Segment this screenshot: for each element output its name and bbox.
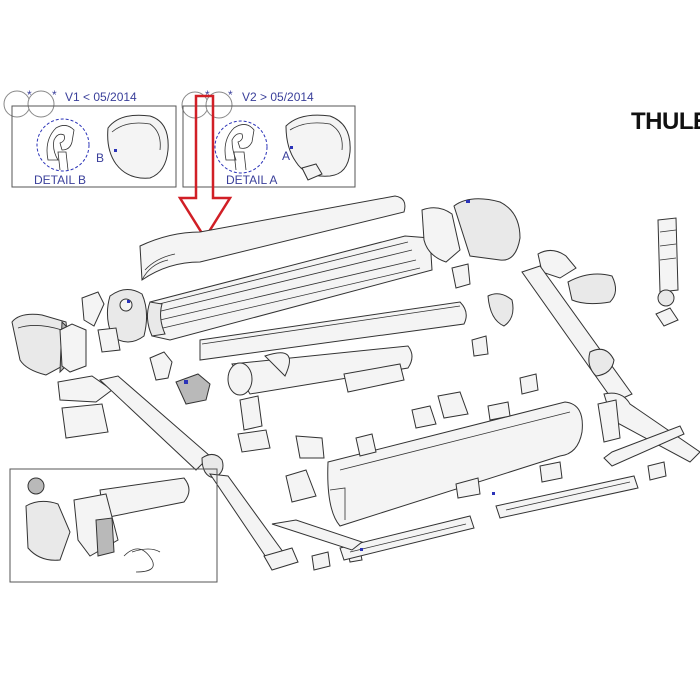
left-gear-parts [57, 351, 211, 439]
motor-wires [123, 548, 161, 573]
detail-a-inset: * * V2 > 05/2014 A DETAIL A [181, 88, 356, 188]
motor-inset [9, 468, 218, 583]
detail-b-frame [11, 105, 177, 188]
top-cover-panel [139, 195, 406, 281]
main-profile [146, 235, 433, 341]
logo-subtext: SWEDEN [685, 126, 698, 130]
thule-logo: THULE SWEDEN [631, 108, 700, 135]
detail-b-marker-1: * [27, 88, 32, 102]
motor-housing [73, 493, 119, 557]
detail-b-version: V1 < 05/2014 [65, 90, 137, 104]
motor-inset-frame [9, 468, 218, 583]
detail-a-caption: DETAIL A [226, 173, 277, 187]
left-arm [98, 375, 299, 571]
detail-a-end-cap [285, 114, 351, 177]
middle-small-parts [237, 335, 667, 571]
right-end-cap [421, 198, 521, 263]
detail-b-caption: DETAIL B [34, 173, 86, 187]
bottom-rail-left [339, 515, 475, 561]
motor-end-cap [25, 500, 71, 561]
detail-b-marker-2: * [52, 88, 57, 102]
roller-tube [227, 345, 413, 396]
bottom-rail-right [492, 475, 639, 519]
detail-b-clip [36, 118, 90, 172]
detail-b-circle-2 [27, 90, 55, 118]
detail-a-spacer-block [301, 163, 323, 181]
detail-b-callout: B [96, 151, 104, 165]
right-arm [521, 265, 700, 467]
motor-knob-icon [27, 477, 45, 495]
fabric-panel [199, 301, 467, 361]
detail-a-clip [214, 120, 268, 174]
detail-a-marker-2: * [228, 88, 233, 102]
right-support-leg [655, 217, 679, 327]
detail-b-end-cap [107, 114, 169, 179]
front-bar [327, 401, 583, 527]
detail-a-frame [182, 105, 356, 188]
detail-b-inset: * * V1 < 05/2014 B DETAIL B [3, 88, 177, 188]
left-bracket-assembly [59, 289, 148, 373]
logo-text: THULE [631, 108, 700, 135]
lower-arm-strut [271, 519, 364, 551]
detail-a-callout: A [282, 149, 290, 163]
red-down-arrow-icon [177, 94, 233, 241]
motor-tube [99, 477, 190, 519]
right-bracket-parts [451, 250, 616, 327]
detail-a-version: V2 > 05/2014 [242, 90, 314, 104]
